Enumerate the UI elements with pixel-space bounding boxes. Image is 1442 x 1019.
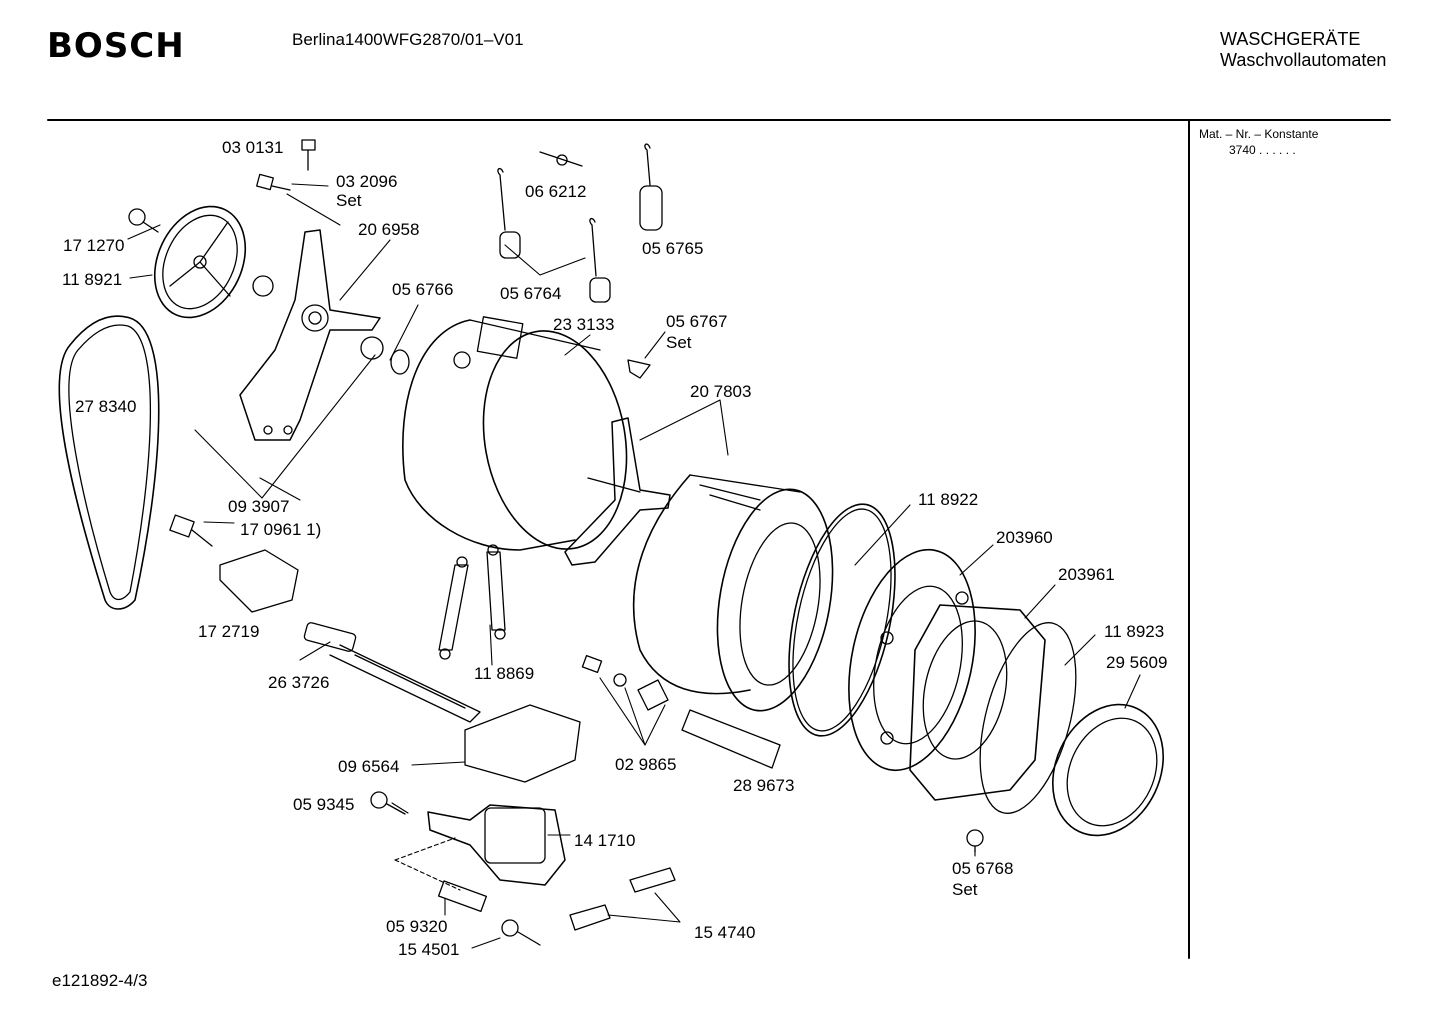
clip-06-6212 [540, 152, 582, 166]
tub-rear [403, 317, 643, 561]
document-id: e121892-4/3 [52, 971, 148, 990]
drum [634, 475, 849, 720]
shaft-05-9320 [439, 881, 487, 911]
screw-03-0131 [302, 140, 315, 170]
door-ring-29-5609 [1032, 686, 1184, 853]
sidebar-heading: Mat. – Nr. – Konstante [1199, 127, 1319, 141]
category-title: WASCHGERÄTE [1220, 29, 1361, 49]
sidebar-value: 3740 . . . . . . [1229, 143, 1296, 157]
part-label: 11 8922 [918, 490, 979, 509]
part-label: 203961 [1058, 565, 1115, 584]
shock-absorbers [439, 545, 505, 659]
part-note: Set [336, 191, 362, 210]
part-label: 05 6768 [952, 859, 1014, 878]
part-label: 05 6764 [500, 284, 562, 303]
sealing-ring-11-8922 [771, 495, 914, 746]
part-label: 05 9320 [386, 917, 448, 936]
bearing-large [361, 337, 383, 359]
part-label: 23 3133 [553, 315, 615, 334]
gasket-11-8923 [962, 612, 1094, 823]
part-label: 27 8340 [75, 397, 137, 416]
part-label: 203960 [996, 528, 1053, 547]
screw-set-02-9865 [582, 656, 668, 710]
pulley-wheel [137, 192, 262, 333]
drive-belt [59, 316, 158, 609]
screw-03-2096 [257, 174, 290, 190]
bearing-cross [240, 230, 380, 440]
heater-cover-09-6564 [465, 705, 580, 782]
part-label: 20 7803 [690, 382, 752, 401]
drum-spider [565, 418, 670, 565]
part-label: 17 0961 1) [240, 520, 322, 539]
spring-05-6764-b [590, 219, 610, 302]
part-label: 06 6212 [525, 182, 587, 201]
category-subtitle: Waschvollautomaten [1220, 50, 1387, 70]
cover-17-2719 [220, 550, 298, 612]
part-label: 14 1710 [574, 831, 636, 850]
part-label: 26 3726 [268, 673, 330, 692]
screw-05-9345 [371, 792, 405, 814]
part-label: 05 6765 [642, 239, 704, 258]
drive-belt-inner [69, 325, 150, 600]
tub-front-203961 [910, 605, 1045, 800]
part-label: 02 9865 [615, 755, 677, 774]
part-label: 15 4501 [398, 940, 460, 959]
spring-05-6765 [640, 144, 662, 230]
part-label: 11 8921 [62, 270, 123, 289]
leader-lines [128, 184, 1140, 948]
part-label: 05 9345 [293, 795, 355, 814]
carbon-brushes-15-4740 [570, 868, 675, 930]
part-label: 03 0131 [222, 138, 284, 157]
model-number: Berlina1400WFG2870/01–V01 [292, 30, 524, 49]
part-label: 28 9673 [733, 776, 795, 795]
tub-front-203960 [830, 538, 994, 782]
screw-05-6768 [967, 830, 983, 852]
heater-26-3726 [304, 622, 480, 722]
part-label: 15 4740 [694, 923, 756, 942]
part-label: 05 6766 [392, 280, 454, 299]
screw-15-4501 [502, 920, 540, 945]
part-label: 09 3907 [228, 497, 290, 516]
bearing-small [253, 276, 273, 296]
part-label: 20 6958 [358, 220, 420, 239]
screw-17-1270 [129, 209, 158, 232]
part-label: 03 2096 [336, 172, 398, 191]
part-label: 05 6767 [666, 312, 728, 331]
clip-05-6767 [628, 360, 650, 378]
grease-tube-28-9673 [682, 710, 780, 768]
part-label: 29 5609 [1106, 653, 1168, 672]
sensor-17-0961 [170, 515, 212, 546]
part-note: Set [666, 333, 692, 352]
motor-14-1710 [428, 805, 565, 885]
shaft-seal [391, 350, 409, 374]
part-label: 17 1270 [63, 236, 125, 255]
sealing-ring-11-8922-inner [775, 500, 908, 739]
part-label: 09 6564 [338, 757, 400, 776]
part-note: Set [952, 880, 978, 899]
brand-logo: BOSCH [47, 26, 185, 66]
part-label: 11 8923 [1104, 622, 1165, 641]
part-label: 11 8869 [474, 664, 535, 683]
spring-05-6764-a [498, 169, 520, 258]
part-label: 17 2719 [198, 622, 260, 641]
